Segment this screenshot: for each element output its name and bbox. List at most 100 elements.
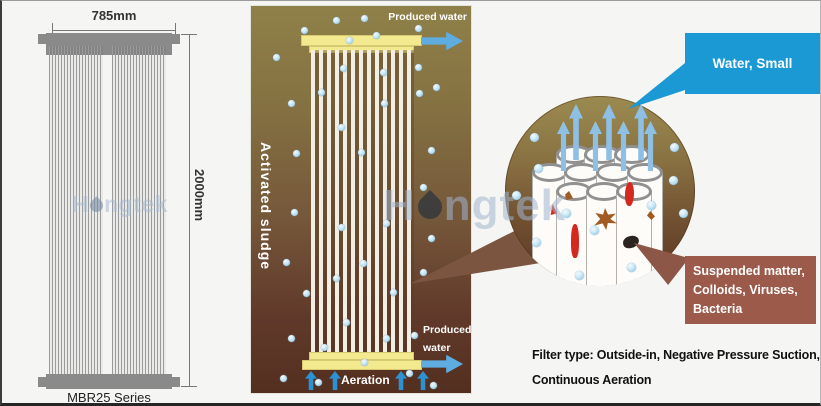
air-bubble <box>338 224 345 231</box>
air-bubble <box>428 147 435 154</box>
watermark-text-prefix: H <box>72 191 90 217</box>
water-bubble <box>512 191 521 200</box>
air-bubble <box>411 332 418 339</box>
width-dimension-tick-right <box>175 23 176 38</box>
air-bubble <box>381 100 388 107</box>
membrane-tube-opening <box>627 163 663 182</box>
air-bubble <box>288 100 295 107</box>
red-particle <box>571 224 579 258</box>
brown-particle <box>647 211 655 220</box>
air-bubble <box>321 344 328 351</box>
top-collector-wide-bar <box>301 35 422 46</box>
height-dimension-tick-bottom <box>181 386 197 387</box>
width-dimension-line <box>52 30 176 31</box>
activated-sludge-tank: Activated sludge Produced water Produced… <box>250 5 472 394</box>
air-bubble <box>415 25 422 32</box>
air-bubble <box>380 69 387 76</box>
produced-water-bottom-label-line2: water <box>423 342 451 354</box>
water-bubble <box>530 133 539 142</box>
top-header-ear-right <box>170 34 180 44</box>
suspended-callout: Suspended matter, Colloids, Viruses, Bac… <box>685 256 816 324</box>
water-bubble <box>575 271 584 280</box>
air-bubble <box>433 84 440 91</box>
air-bubble <box>315 379 322 386</box>
air-bubble <box>318 89 325 96</box>
air-bubble <box>288 335 295 342</box>
suspended-callout-line3: Bacteria <box>693 302 743 316</box>
filter-type-line2: Continuous Aeration <box>532 373 652 387</box>
produced-water-top-arrow-icon <box>421 31 463 51</box>
air-bubble <box>415 64 422 71</box>
air-bubble <box>340 65 347 72</box>
water-bubble <box>534 164 543 173</box>
series-label: MBR25 Series <box>67 390 151 405</box>
air-bubble <box>430 382 437 389</box>
air-bubble <box>343 319 350 326</box>
air-bubble <box>360 260 367 267</box>
water-bubble <box>679 209 688 218</box>
bottom-header-ear-right <box>170 377 180 387</box>
width-dimension-label: 785mm <box>91 8 137 23</box>
membrane-fibers-right-group <box>112 46 166 374</box>
air-bubble <box>291 209 298 216</box>
air-bubble <box>280 375 287 382</box>
air-bubble <box>301 27 308 34</box>
air-bubble <box>358 149 365 156</box>
air-bubble <box>361 359 368 366</box>
suspended-callout-line2: Colloids, Viruses, <box>693 283 798 297</box>
droplet-icon <box>412 190 447 225</box>
bottom-header-ear-left <box>38 377 48 387</box>
filter-type-line1: Filter type: Outside-in, Negative Pressu… <box>532 348 820 362</box>
red-particle <box>550 204 557 215</box>
water-bubble <box>562 209 571 218</box>
produced-water-bottom-label-line1: Produced <box>423 324 472 336</box>
air-bubble <box>406 370 413 377</box>
air-bubble <box>373 32 380 39</box>
air-bubble <box>428 235 435 242</box>
height-dimension-tick-top <box>181 34 197 35</box>
height-dimension-label: 2000mm <box>192 169 207 222</box>
width-dimension-tick-left <box>52 23 53 38</box>
air-bubble <box>273 54 280 61</box>
water-bubble <box>647 201 656 210</box>
air-bubble <box>346 37 353 44</box>
air-bubble <box>420 184 427 191</box>
water-callout: Water, Small <box>685 33 820 94</box>
aeration-label: Aeration <box>341 373 390 387</box>
membrane-fiber-curtain <box>311 50 414 353</box>
produced-water-bottom-arrow-icon <box>421 354 463 374</box>
aeration-arrow-icon <box>417 371 429 390</box>
air-bubble <box>293 150 300 157</box>
suspended-callout-line1: Suspended matter, <box>693 264 805 278</box>
water-bubble <box>670 143 679 152</box>
air-bubble <box>383 220 390 227</box>
water-bubble <box>532 238 541 247</box>
air-bubble <box>303 290 310 297</box>
air-bubble <box>383 335 390 342</box>
bottom-header-bar <box>46 374 172 389</box>
air-bubble <box>361 15 368 22</box>
air-bubble <box>416 90 423 97</box>
height-dimension-line <box>189 34 190 387</box>
air-bubble <box>420 269 427 276</box>
watermark-text-prefix: H <box>383 181 416 230</box>
air-bubble <box>333 17 340 24</box>
air-bubble <box>333 275 340 282</box>
membrane-tube-opening <box>614 145 650 164</box>
sludge-label: Activated sludge <box>258 142 274 271</box>
water-bubble <box>590 226 599 235</box>
water-bubble <box>669 176 678 185</box>
top-header-ear-left <box>38 34 48 44</box>
air-bubble <box>283 259 290 266</box>
air-bubble <box>338 124 345 131</box>
aeration-arrow-icon <box>329 371 341 390</box>
filter-type-caption: Filter type: Outside-in, Negative Pressu… <box>532 343 820 393</box>
water-callout-label: Water, Small <box>712 56 793 71</box>
brown-particle <box>565 191 573 200</box>
watermark-text-suffix: ngtek <box>443 181 567 230</box>
water-bubble <box>627 263 636 272</box>
